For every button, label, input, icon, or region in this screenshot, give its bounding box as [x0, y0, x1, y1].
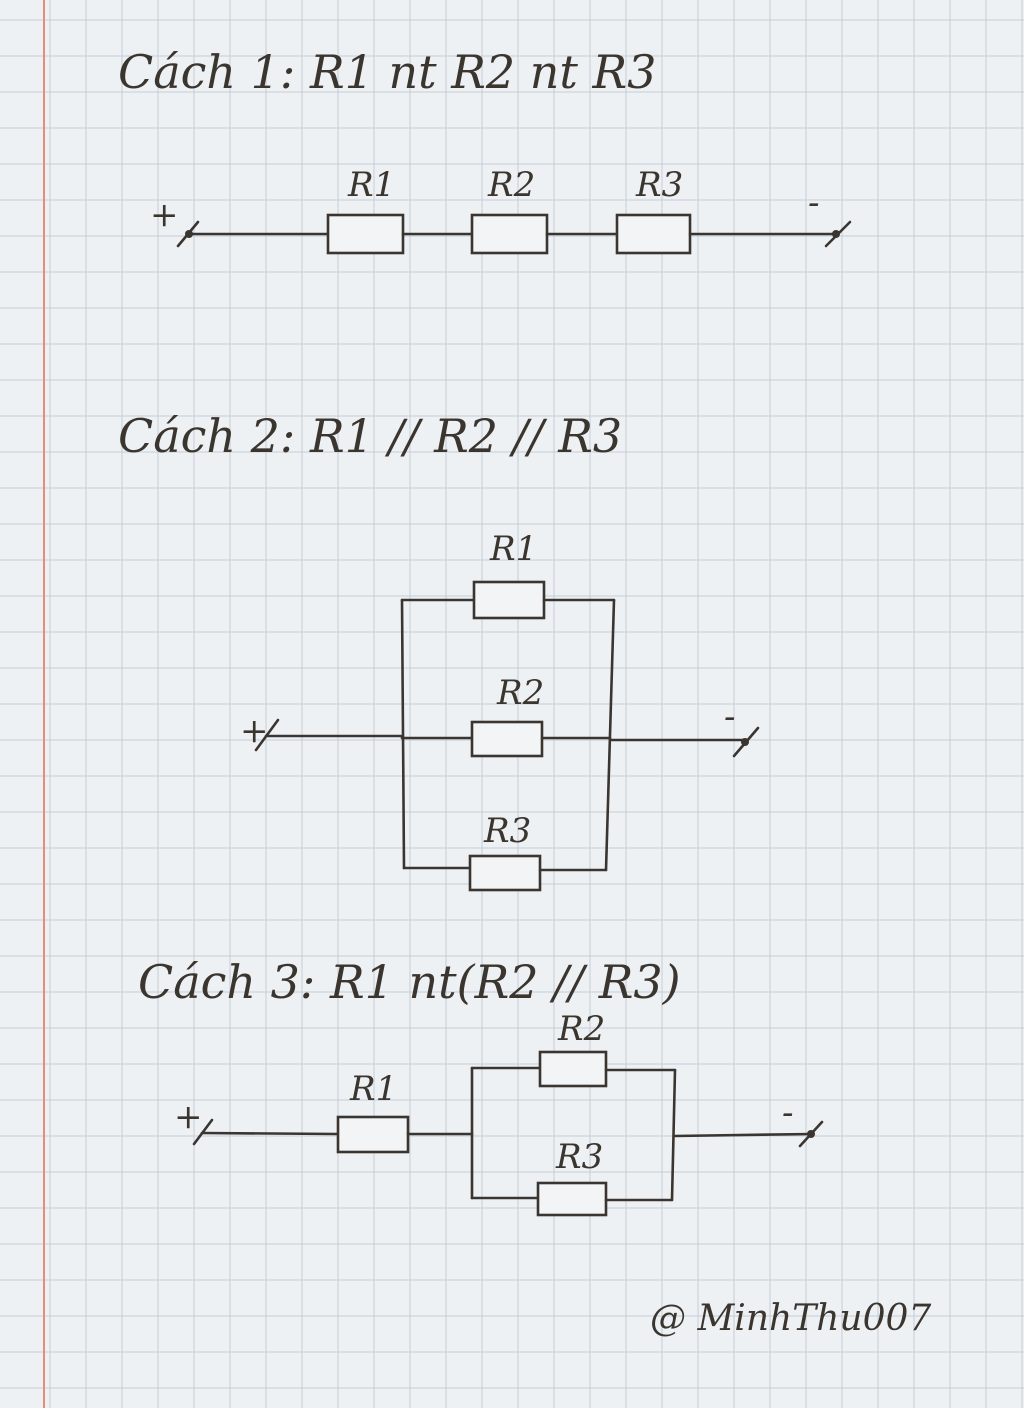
plus-terminal-label: +	[240, 711, 269, 751]
resistor-r1	[472, 580, 546, 620]
resistor-r2	[538, 1050, 608, 1088]
resistor-r3	[536, 1181, 608, 1217]
label-r2: R2	[487, 165, 535, 205]
resistor-r1	[326, 213, 405, 255]
method-2-parallel: Cách 2: R1 // R2 // R3 + R1 R2 R3 -	[118, 409, 760, 892]
minus-terminal-label: -	[808, 183, 820, 223]
label-r1: R1	[347, 165, 395, 205]
label-r3: R3	[635, 165, 683, 205]
minus-terminal-node	[741, 738, 749, 746]
label-r2: R2	[496, 673, 544, 713]
method-3-mixed: Cách 3: R1 nt(R2 // R3) + R1 R2 R3 -	[138, 955, 824, 1217]
resistor-r2	[470, 720, 544, 758]
wire	[673, 1132, 814, 1138]
minus-terminal-node	[807, 1130, 815, 1138]
minus-terminal-label: -	[782, 1093, 794, 1133]
method-1-series: Cách 1: R1 nt R2 nt R3 + R1 R2 R3 -	[118, 45, 852, 255]
right-rail	[670, 1068, 677, 1202]
label-r1: R1	[489, 529, 537, 569]
label-r1: R1	[349, 1069, 397, 1109]
left-rail	[400, 598, 406, 870]
plus-terminal-label: +	[150, 195, 179, 235]
label-r2: R2	[557, 1009, 605, 1049]
label-r3: R3	[555, 1137, 603, 1177]
plus-terminal-label: +	[174, 1097, 203, 1137]
right-rail	[604, 598, 616, 872]
resistor-r3	[615, 213, 692, 255]
label-r3: R3	[483, 811, 531, 851]
wire	[200, 1131, 340, 1136]
method-2-title: Cách 2: R1 // R2 // R3	[118, 409, 622, 463]
resistor-r3	[468, 854, 542, 892]
signature: @ MinhThu007	[650, 1298, 931, 1339]
method-3-title: Cách 3: R1 nt(R2 // R3)	[138, 955, 681, 1009]
method-1-title: Cách 1: R1 nt R2 nt R3	[118, 45, 656, 99]
minus-terminal-node	[832, 230, 840, 238]
minus-terminal-label: -	[724, 697, 736, 737]
resistor-r1	[336, 1115, 410, 1154]
resistor-r2	[470, 213, 549, 255]
